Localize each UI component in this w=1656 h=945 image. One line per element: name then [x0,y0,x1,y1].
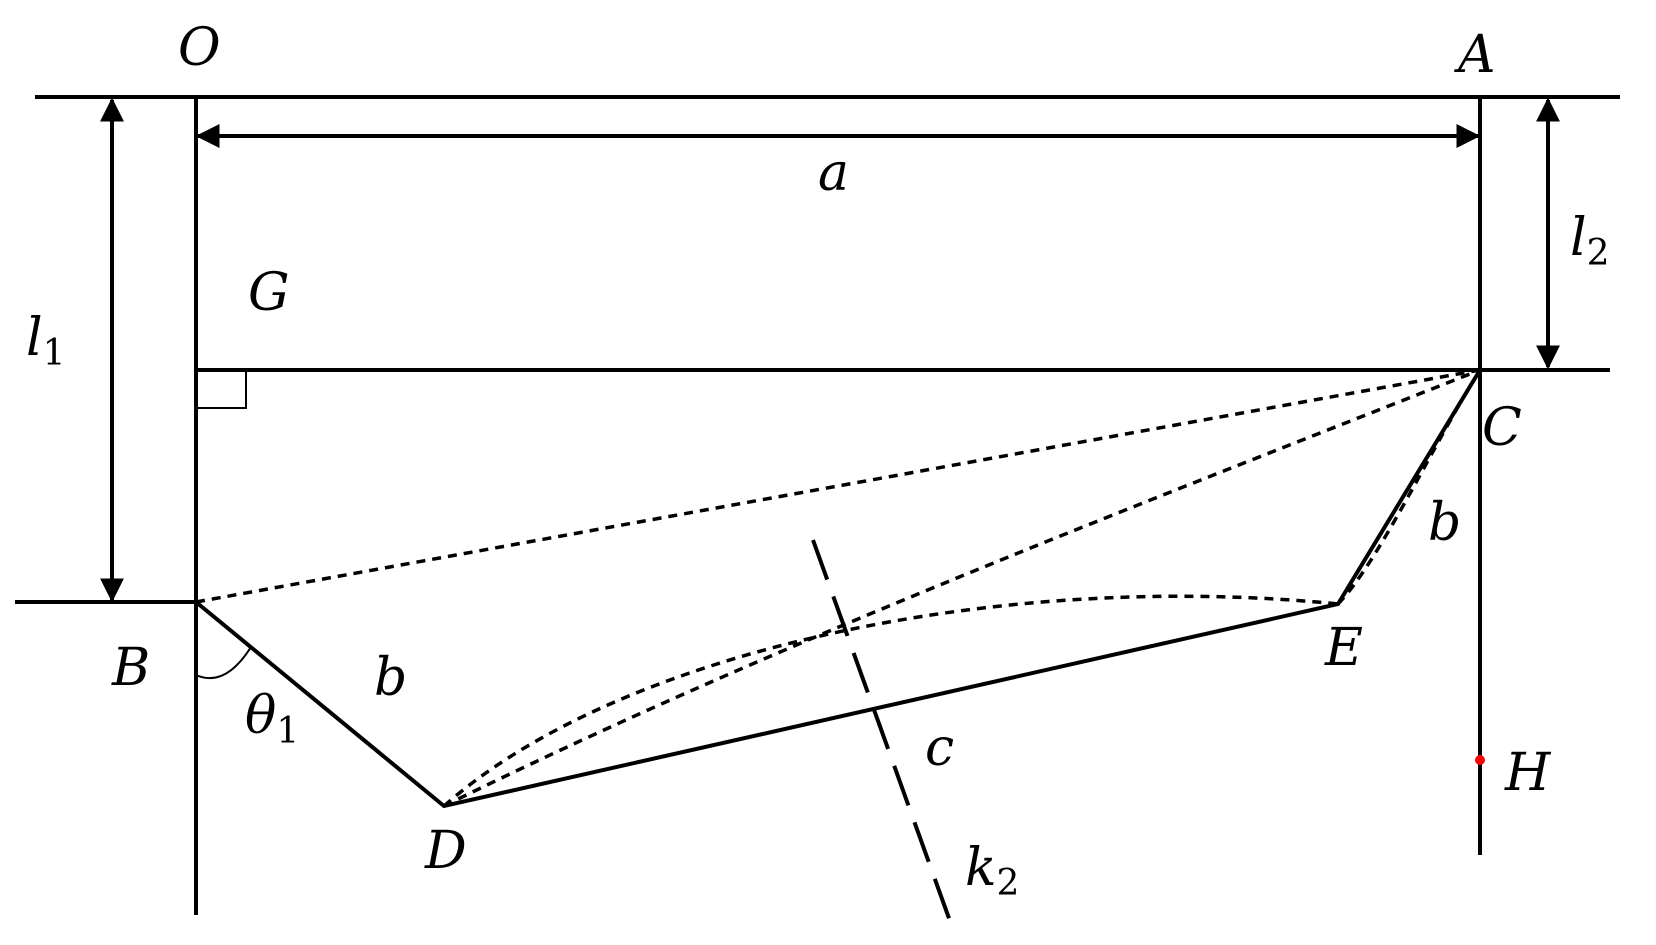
label-O: O [178,18,221,78]
label-D: D [424,821,467,881]
dashed-line-k2 [811,539,957,936]
label-B: B [111,638,150,698]
label-a: a [818,143,849,203]
dotted-curve-D-C [443,368,1481,808]
label-c: c [925,718,954,778]
polyline-B-D-E-C [194,368,1482,809]
label-k2: k2 [965,838,1019,904]
dotted-curve-D-E [442,594,1339,808]
right-angle-mark [196,370,247,409]
dotted-line-B-C [195,368,1481,604]
label-b-left: b [374,648,407,708]
label-A: A [1454,25,1496,85]
label-b-right: b [1428,493,1461,553]
label-theta1: θ1 [245,686,299,752]
label-l2: l2 [1570,208,1610,274]
label-l1: l1 [26,308,66,374]
point-H [1475,755,1485,765]
label-H: H [1504,743,1552,803]
label-E: E [1324,618,1363,678]
angle-arc-theta1 [195,646,252,680]
label-C: C [1482,398,1522,458]
label-G: G [248,263,290,323]
